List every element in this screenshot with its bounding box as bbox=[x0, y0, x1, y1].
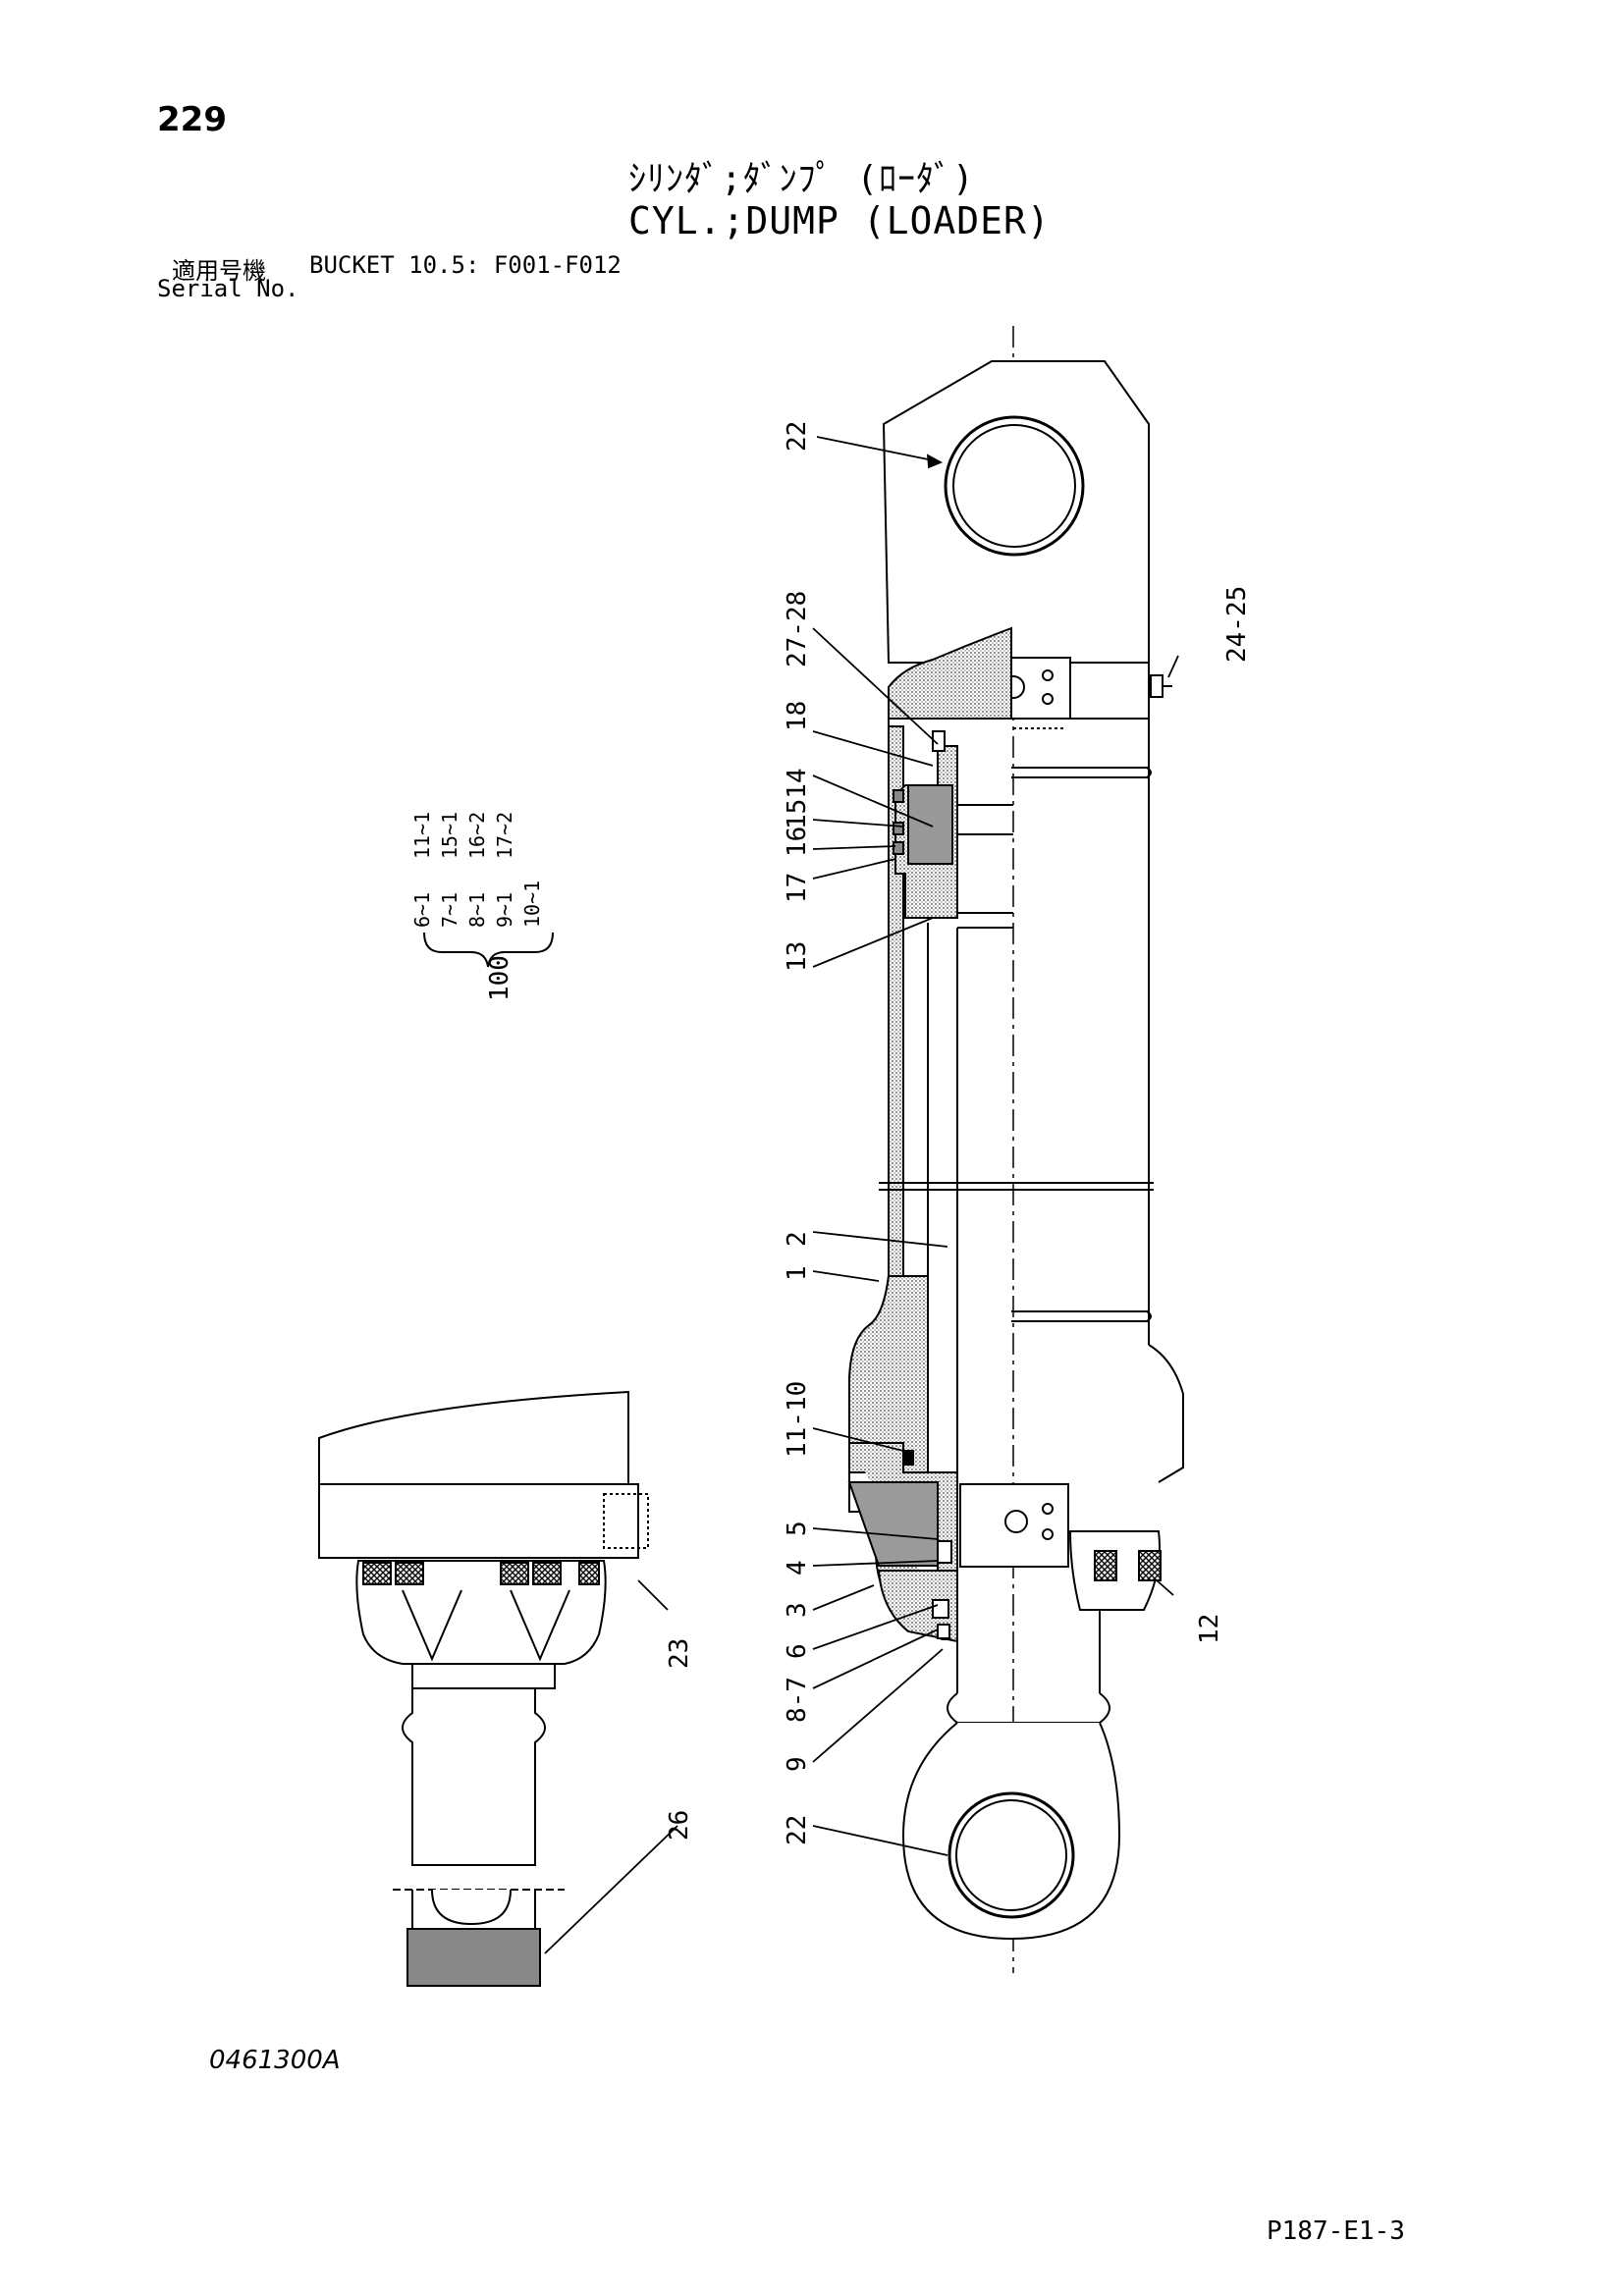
kit-item: 6~1 bbox=[410, 892, 434, 928]
callout-23: 23 bbox=[665, 1638, 694, 1669]
kit-item: 7~1 bbox=[438, 892, 461, 928]
callout-5: 5 bbox=[783, 1521, 812, 1536]
callout-22-bottom: 22 bbox=[783, 1815, 812, 1845]
kit-item: 15~1 bbox=[438, 812, 461, 859]
title-english: CYL.;DUMP (LOADER) bbox=[628, 199, 1051, 242]
callout-11-10: 11-10 bbox=[783, 1381, 812, 1458]
callout-2: 2 bbox=[783, 1231, 812, 1247]
callout-26: 26 bbox=[665, 1810, 694, 1841]
callout-17-16: 17 16 bbox=[783, 827, 812, 903]
serial-label-english: Serial No. bbox=[157, 275, 299, 302]
callout-22-top: 22 bbox=[783, 421, 812, 452]
kit-group-100: 100 6~1 7~1 8~1 9~1 10~1 11~1 15~1 16~2 … bbox=[410, 812, 554, 1001]
callout-15-14: 1514 bbox=[783, 768, 812, 829]
leader-lines bbox=[544, 436, 1179, 1954]
callout-24-25: 24-25 bbox=[1222, 586, 1252, 663]
callout-8-7: 8-7 bbox=[783, 1677, 812, 1723]
cylinder-assembly bbox=[847, 326, 1184, 1973]
callout-labels: 22 24-25 27-28 18 1514 17 16 13 2 1 11-1… bbox=[665, 421, 1252, 1845]
kit-item: 17~2 bbox=[493, 812, 516, 859]
rod-head-detail bbox=[318, 1390, 649, 1987]
kit-item: 8~1 bbox=[465, 892, 489, 928]
callout-1: 1 bbox=[783, 1265, 812, 1281]
callout-27-28: 27-28 bbox=[783, 591, 812, 667]
kit-item: 10~1 bbox=[520, 881, 544, 928]
callout-18: 18 bbox=[783, 701, 812, 731]
title-japanese: ｼﾘﾝﾀﾞ;ﾀﾞﾝﾌﾟ (ﾛｰﾀﾞ) bbox=[628, 159, 975, 199]
kit-number: 100 bbox=[485, 955, 514, 1001]
kit-item: 11~1 bbox=[410, 812, 434, 859]
drawing-number: 0461300A bbox=[209, 2046, 341, 2075]
callout-6: 6 bbox=[783, 1643, 812, 1659]
callout-9: 9 bbox=[783, 1756, 812, 1772]
kit-item: 9~1 bbox=[493, 892, 516, 928]
serial-label-japanese: 適用号機 bbox=[172, 257, 266, 285]
serial-range: BUCKET 10.5: F001-F012 bbox=[309, 251, 622, 279]
kit-item: 16~2 bbox=[465, 812, 489, 859]
callout-3: 3 bbox=[783, 1602, 812, 1618]
callout-12: 12 bbox=[1195, 1614, 1224, 1644]
page-code: P187-E1-3 bbox=[1267, 2216, 1405, 2246]
page-number: 229 bbox=[157, 100, 227, 139]
callout-13: 13 bbox=[783, 941, 812, 972]
callout-4: 4 bbox=[783, 1560, 812, 1575]
